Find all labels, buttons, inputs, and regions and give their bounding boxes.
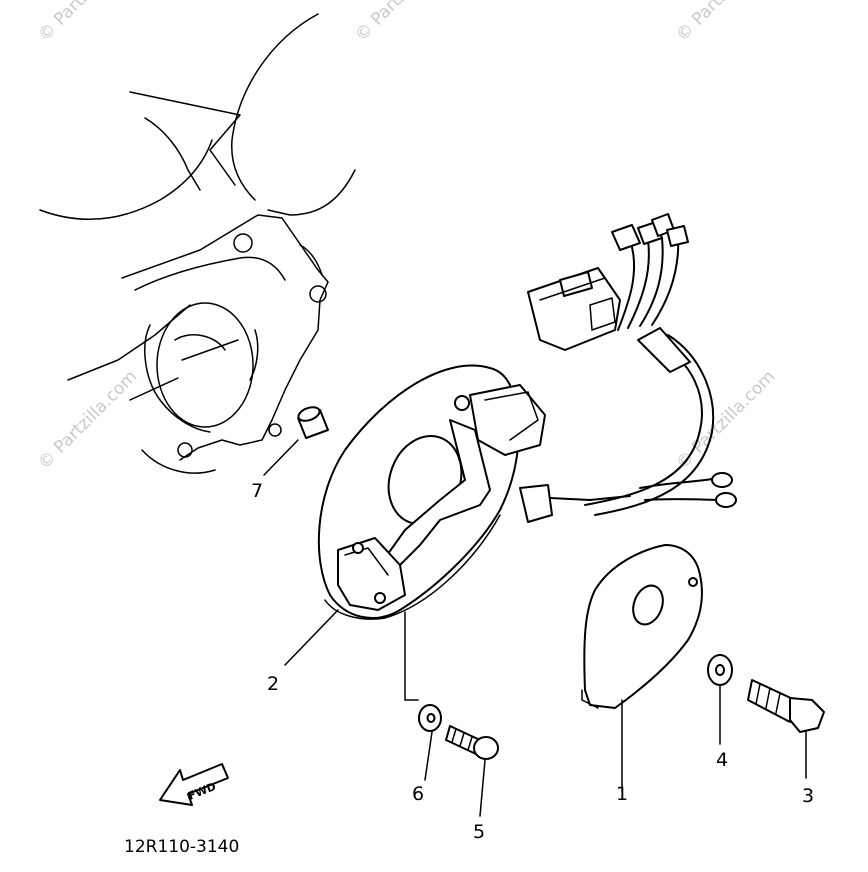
callout-5: 5: [473, 821, 485, 843]
callout-2: 2: [267, 673, 279, 695]
bolt-large: [747, 679, 825, 733]
stator-assembly: [317, 364, 631, 620]
dowel-pin: [297, 406, 329, 439]
callout-4: 4: [716, 749, 728, 771]
callout-7: 7: [251, 480, 263, 502]
leader-lines: [263, 439, 807, 817]
timing-plate: [581, 544, 703, 709]
callout-labels: 1 2 3 4 5 6 7: [251, 480, 814, 843]
watermark: © Partzilla.com: [34, 367, 141, 474]
callout-3: 3: [802, 785, 814, 807]
screw-small: [445, 725, 499, 760]
drawing-code: 12R110-3140: [124, 837, 239, 857]
callout-6: 6: [412, 783, 424, 805]
wire-harness: [527, 213, 737, 516]
washer-small: [418, 704, 442, 732]
washer-large: [707, 654, 733, 686]
watermark: © Partzilla.com: [34, 0, 141, 46]
watermark: © Partzilla.com: [672, 0, 779, 46]
forward-arrow-icon: FWD: [159, 763, 229, 806]
watermark: © Partzilla.com: [351, 0, 458, 46]
crankcase-outline: [39, 13, 356, 474]
callout-1: 1: [616, 783, 628, 805]
